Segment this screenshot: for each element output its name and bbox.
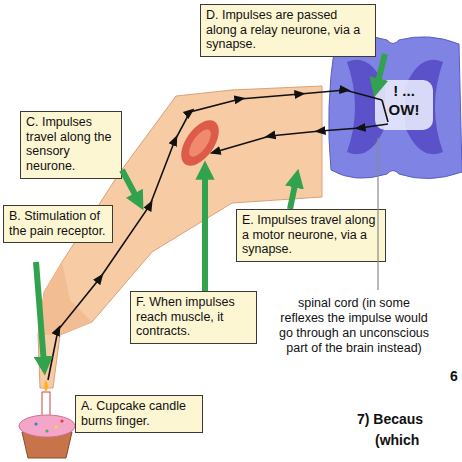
- callout-text: C. Impulses travel along the sensory neu…: [26, 115, 116, 174]
- callout-text: B. Stimulation of the pain receptor.: [9, 209, 107, 238]
- callout-text: E. Impulses travel along a motor neurone…: [242, 213, 380, 257]
- question-text: (which: [375, 432, 462, 449]
- sprinkle: [34, 422, 37, 425]
- muscle-highlight: [185, 126, 215, 160]
- pointer-arrow: [122, 170, 138, 200]
- pointer-arrow: [36, 262, 44, 364]
- callout-text: A. Cupcake candle burns finger.: [81, 399, 197, 428]
- sprinkle: [60, 419, 63, 422]
- callout-box: C. Impulses travel along the sensory neu…: [20, 111, 122, 179]
- question-text: 7) Becaus: [357, 411, 462, 428]
- hand-shape: [38, 262, 92, 335]
- sprinkle: [54, 425, 57, 428]
- note-text: spinal cord (in some reflexes the impuls…: [278, 296, 430, 356]
- candle-flame: [44, 380, 48, 392]
- callout-box: A. Cupcake candle burns finger.: [75, 395, 203, 433]
- callout-text: F. When impulses reach muscle, it contra…: [136, 295, 251, 339]
- question-number: 6: [450, 368, 462, 385]
- callout-box: F. When impulses reach muscle, it contra…: [130, 291, 257, 344]
- pointer-arrow: [202, 172, 208, 291]
- sprinkle: [45, 429, 48, 432]
- callout-box: D. Impulses are passed along a relay neu…: [200, 4, 376, 57]
- callout-text: D. Impulses are passed along a relay neu…: [206, 8, 370, 52]
- pointer-arrow: [290, 180, 296, 209]
- candle: [42, 392, 50, 418]
- callout-box: B. Stimulation of the pain receptor.: [3, 205, 113, 243]
- muscle-patch: [174, 114, 227, 173]
- exclamation-text: ! ... OW!: [377, 82, 431, 120]
- callout-box: E. Impulses travel along a motor neurone…: [236, 209, 386, 262]
- cupcake-frosting: [19, 415, 75, 437]
